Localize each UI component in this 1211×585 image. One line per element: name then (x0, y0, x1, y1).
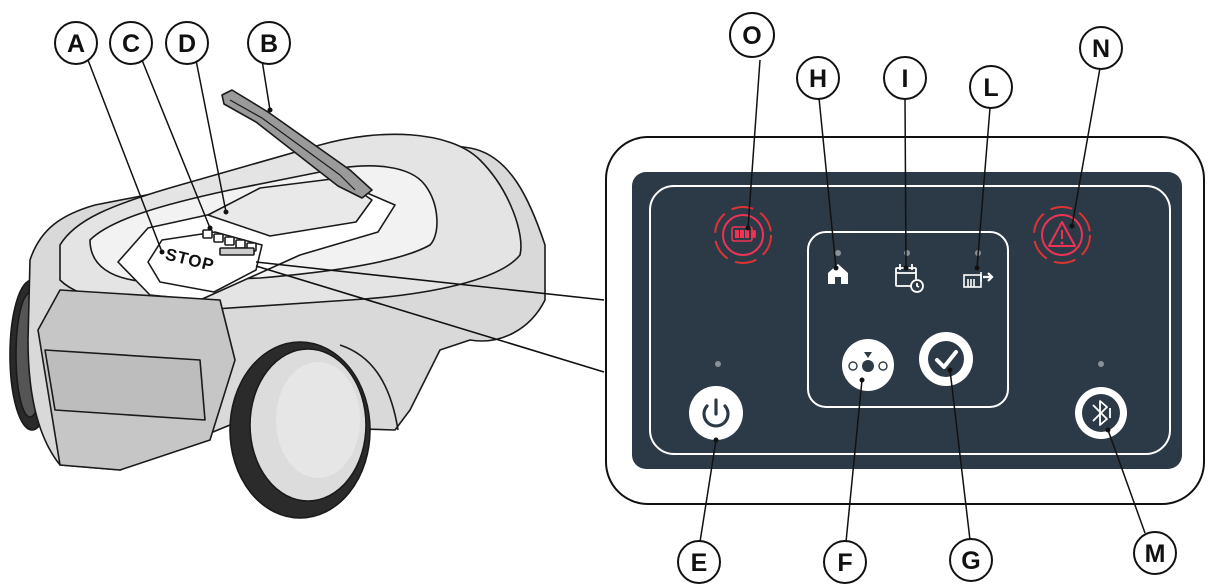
callout-g: G (949, 538, 993, 582)
panel-border-line (649, 185, 1171, 455)
callout-a-text: A (67, 30, 85, 58)
stop-button[interactable]: STOP (147, 231, 263, 293)
callout-d: D (165, 21, 209, 65)
callout-f: F (823, 540, 867, 584)
callout-l: L (969, 65, 1013, 109)
home-icon (828, 264, 848, 284)
check-icon (935, 350, 958, 369)
callout-h-text: H (809, 65, 827, 93)
callout-o-text: O (742, 22, 761, 50)
bluetooth-icon (1092, 400, 1111, 426)
callout-n-text: N (1092, 35, 1110, 63)
blade-height-icon (848, 352, 888, 372)
callout-l-text: L (983, 74, 998, 102)
callout-c: C (109, 21, 153, 65)
callout-m: M (1133, 531, 1177, 575)
confirm-button[interactable] (919, 332, 973, 386)
battery-indicator (714, 206, 772, 264)
callout-c-text: C (122, 30, 140, 58)
power-button[interactable] (689, 361, 743, 440)
front-wheel (229, 341, 371, 519)
hinged-lid-inner (229, 99, 356, 191)
callout-m-text: M (1145, 540, 1166, 568)
warning-triangle-icon (1048, 221, 1076, 247)
callout-e-text: E (691, 549, 708, 577)
callout-f-text: F (837, 549, 852, 577)
leader-lines (87, 59, 1146, 543)
callout-a: A (54, 21, 98, 65)
callout-i-text: I (902, 65, 909, 93)
callout-b: B (247, 21, 291, 65)
callout-labels: A C D B O H I L (54, 12, 1177, 584)
battery-icon (731, 226, 756, 242)
schedule-indicator (895, 250, 924, 293)
control-panel (605, 136, 1205, 505)
callout-n: N (1079, 26, 1123, 70)
callout-e: E (677, 540, 721, 584)
callout-b-text: B (260, 30, 278, 58)
lawn-exit-icon (963, 272, 994, 288)
lid-opening (207, 177, 373, 237)
bluetooth-button[interactable] (1075, 361, 1127, 439)
robot-keypad (202, 229, 257, 256)
robot-mower: STOP (9, 89, 546, 519)
status-group-frame (807, 231, 1009, 408)
zoom-connector (255, 261, 605, 373)
callout-h: H (796, 56, 840, 100)
callout-i: I (883, 56, 927, 100)
calendar-clock-icon (895, 264, 924, 293)
blade-height-button[interactable] (842, 339, 894, 391)
callout-g-text: G (961, 547, 980, 575)
mower-bumper (44, 349, 206, 421)
callout-o: O (729, 12, 775, 58)
warning-indicator (1033, 206, 1091, 264)
callout-d-text: D (178, 30, 196, 58)
lawn-exit-indicator (963, 250, 994, 288)
power-icon (702, 398, 730, 428)
wheel-arch (339, 344, 399, 431)
home-indicator (828, 250, 848, 284)
